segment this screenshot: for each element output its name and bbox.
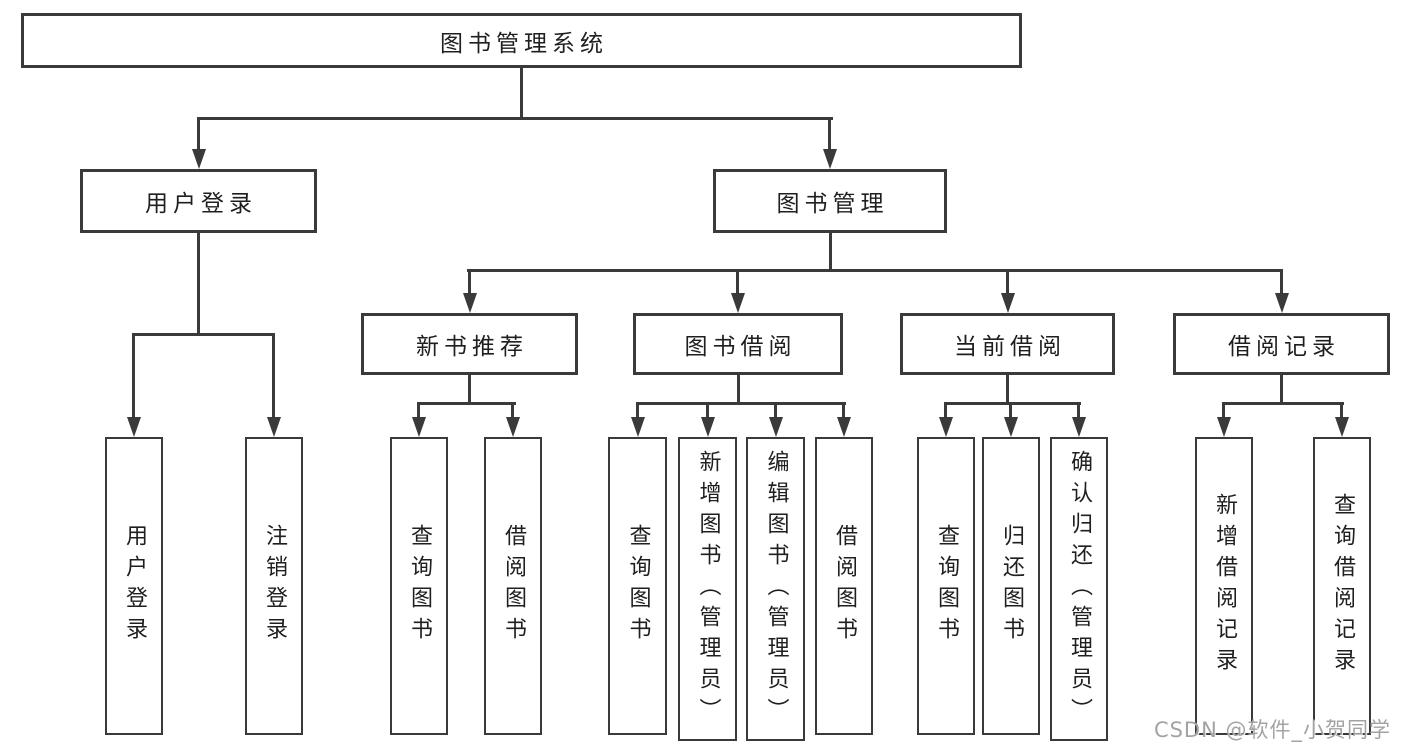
connector-line bbox=[197, 117, 833, 120]
connector-line bbox=[944, 402, 1081, 405]
arrow-down-icon bbox=[266, 417, 281, 437]
connector-line bbox=[468, 272, 471, 294]
arrow-down-icon bbox=[1000, 293, 1015, 313]
connector-line bbox=[1222, 405, 1225, 418]
connector-line bbox=[829, 233, 832, 272]
arrow-down-icon bbox=[505, 417, 520, 437]
connector-line bbox=[272, 336, 275, 418]
arrow-down-icon bbox=[1334, 417, 1349, 437]
connector-line bbox=[511, 405, 514, 418]
connector-line bbox=[417, 402, 516, 405]
node-user-login: 用户登录 bbox=[80, 169, 317, 233]
connector-line bbox=[1006, 272, 1009, 294]
node-book-management: 图书管理 bbox=[713, 169, 947, 233]
csdn-watermark: CSDN @软件_小贺同学 bbox=[1153, 718, 1391, 742]
leaf-query-books-borrowing: 查询图书 bbox=[608, 437, 667, 735]
leaf-logout: 注销登录 bbox=[245, 437, 303, 735]
connector-line bbox=[1340, 405, 1343, 418]
node-book-borrowing: 图书借阅 bbox=[633, 313, 843, 375]
arrow-down-icon bbox=[700, 417, 715, 437]
connector-line bbox=[1222, 402, 1344, 405]
connector-line bbox=[197, 233, 200, 335]
connector-line bbox=[842, 405, 845, 418]
arrow-down-icon bbox=[1217, 417, 1231, 437]
node-new-book-recommendation: 新书推荐 bbox=[361, 313, 578, 375]
leaf-confirm-return-admin: 确认归还（管理员） bbox=[1050, 437, 1108, 741]
connector-line bbox=[706, 405, 709, 418]
leaf-edit-books-admin: 编辑图书（管理员） bbox=[746, 437, 805, 741]
connector-line bbox=[520, 68, 523, 120]
connector-line bbox=[1009, 405, 1012, 418]
connector-line bbox=[1006, 375, 1009, 405]
arrow-down-icon bbox=[1071, 417, 1086, 437]
leaf-user-login: 用户登录 bbox=[105, 437, 163, 735]
arrow-down-icon bbox=[730, 293, 745, 313]
connector-line bbox=[417, 405, 420, 418]
connector-line bbox=[828, 120, 831, 150]
arrow-down-icon bbox=[836, 417, 851, 437]
leaf-add-books-admin: 新增图书（管理员） bbox=[678, 437, 737, 741]
connector-line bbox=[944, 405, 947, 418]
arrow-down-icon bbox=[938, 417, 953, 437]
connector-line bbox=[468, 375, 471, 405]
connector-line bbox=[737, 375, 740, 405]
arrow-down-icon bbox=[768, 417, 783, 437]
arrow-down-icon bbox=[411, 417, 426, 437]
connector-line bbox=[132, 333, 275, 336]
connector-line bbox=[736, 272, 739, 294]
arrow-down-icon bbox=[1003, 417, 1018, 437]
leaf-query-books-current: 查询图书 bbox=[917, 437, 975, 735]
arrow-down-icon bbox=[462, 293, 477, 313]
arrow-down-icon bbox=[126, 417, 141, 437]
arrow-down-icon bbox=[822, 149, 837, 169]
connector-line bbox=[1280, 375, 1283, 405]
arrow-down-icon bbox=[191, 149, 206, 169]
connector-line bbox=[132, 336, 135, 418]
connector-line bbox=[197, 120, 200, 150]
leaf-add-borrow-record: 新增借阅记录 bbox=[1195, 437, 1253, 735]
connector-line bbox=[1077, 405, 1080, 418]
leaf-query-borrow-record: 查询借阅记录 bbox=[1313, 437, 1371, 735]
connector-line bbox=[774, 405, 777, 418]
arrow-down-icon bbox=[1274, 293, 1289, 313]
node-library-management-system: 图书管理系统 bbox=[21, 13, 1022, 68]
arrow-down-icon bbox=[630, 417, 645, 437]
connector-line bbox=[1280, 272, 1283, 294]
leaf-query-books-recommend: 查询图书 bbox=[390, 437, 448, 735]
leaf-borrow-books-recommend: 借阅图书 bbox=[484, 437, 542, 735]
connector-line bbox=[636, 402, 846, 405]
connector-line bbox=[636, 405, 639, 418]
node-current-borrowing: 当前借阅 bbox=[900, 313, 1115, 375]
connector-line bbox=[467, 269, 1283, 272]
leaf-return-books: 归还图书 bbox=[982, 437, 1040, 735]
leaf-borrow-books: 借阅图书 bbox=[815, 437, 873, 735]
node-borrowing-records: 借阅记录 bbox=[1173, 313, 1390, 375]
